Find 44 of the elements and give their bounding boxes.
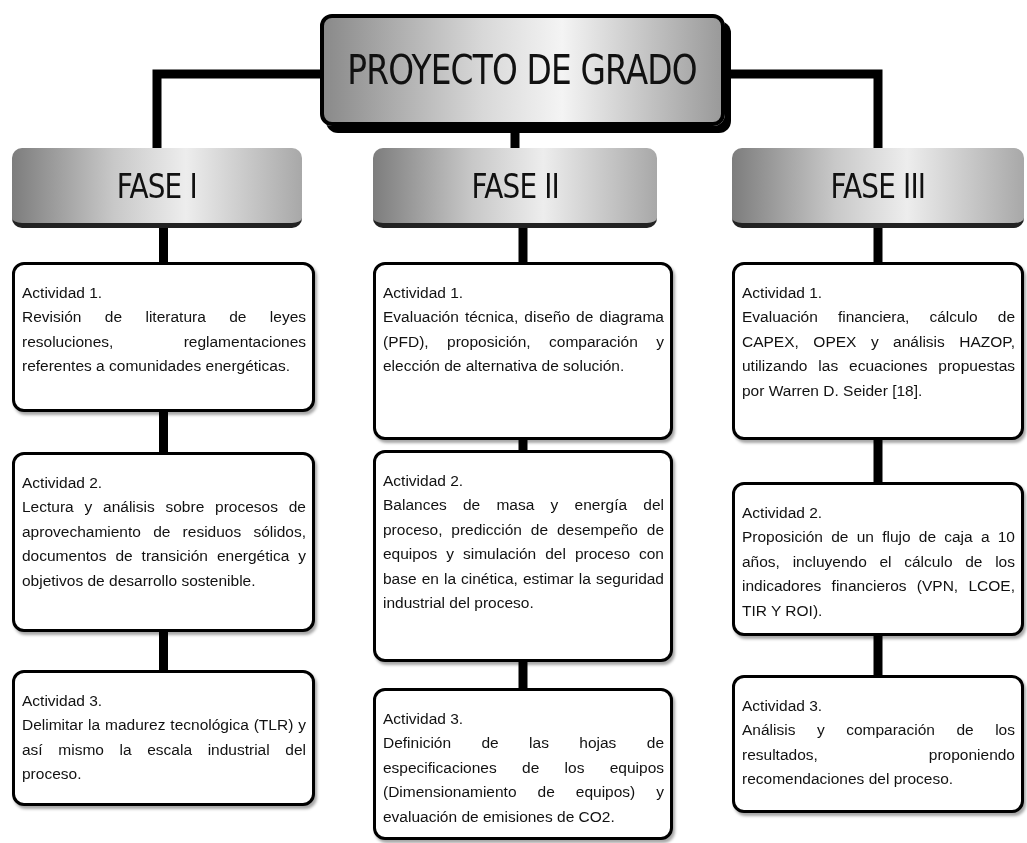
activity-heading: Actividad 2. xyxy=(22,473,104,493)
phase-title: FASE III xyxy=(830,165,926,206)
connector-line xyxy=(873,440,883,482)
activity-box xyxy=(373,688,673,840)
connector-line xyxy=(518,440,528,450)
activity-box xyxy=(12,452,315,632)
connector-line xyxy=(518,662,528,688)
activity-heading: Actividad 2. xyxy=(742,503,824,523)
activity-description: Revisión de literatura de leyes resoluciones, reglamentaciones referentes a comunidades energéticas. xyxy=(22,307,306,376)
activity-heading: Actividad 3. xyxy=(742,696,824,716)
activity-heading: Actividad 2. xyxy=(383,471,465,491)
activity-heading: Actividad 1. xyxy=(742,283,824,303)
activity-heading: Actividad 3. xyxy=(22,691,104,711)
activity-box xyxy=(373,262,673,440)
activity-heading: Actividad 1. xyxy=(22,283,104,303)
activity-description: Balances de masa y energía del proceso, predicción de desempeño de equipos y simulación del proceso con base en la cinética, estimar la seguridad industrial del proceso. xyxy=(383,495,664,613)
activity-heading: Actividad 3. xyxy=(383,709,465,729)
activity-box xyxy=(732,675,1024,813)
connector-line xyxy=(159,412,168,452)
phase-title: FASE II xyxy=(471,165,559,206)
activity-box xyxy=(732,482,1024,636)
activity-description: Delimitar la madurez tecnológica (TLR) y así mismo la escala industrial del proceso. xyxy=(22,715,306,784)
activity-box xyxy=(12,262,315,412)
connector-line xyxy=(873,636,883,675)
activity-description: Proposición de un flujo de caja a 10 años, incluyendo el cálculo de los indicadores financieros (VPN, LCOE, TIR Y ROI). xyxy=(742,527,1015,621)
activity-description: Lectura y análisis sobre procesos de aprovechamiento de residuos sólidos, documentos de transición energética y objetivos de desarrollo sostenible. xyxy=(22,497,306,591)
activity-description: Análisis y comparación de los resultados, proponiendo recomendaciones del proceso. xyxy=(742,720,1015,789)
connector-line xyxy=(518,228,528,262)
connector-line xyxy=(873,228,883,262)
connector-line xyxy=(152,69,320,148)
activity-box xyxy=(732,262,1024,440)
phase-header-box xyxy=(732,148,1024,228)
connector-line xyxy=(159,228,168,262)
activity-description: Evaluación financiera, cálculo de CAPEX, OPEX y análisis HAZOP, utilizando las ecuaciones propuestas por Warren D. Seider [18]. xyxy=(742,307,1015,401)
activity-description: Definición de las hojas de especificaciones de los equipos (Dimensionamiento de equipos) y evaluación de emisiones de CO2. xyxy=(383,733,664,827)
activity-description: Evaluación técnica, diseño de diagrama (PFD), proposición, comparación y elección de alternativa de solución. xyxy=(383,307,664,376)
title-text: PROYECTO DE GRADO xyxy=(347,47,698,93)
phase-header-box xyxy=(373,148,657,228)
activity-heading: Actividad 1. xyxy=(383,283,465,303)
phase-header-box xyxy=(12,148,302,228)
phase-title: FASE I xyxy=(117,165,197,206)
activity-box xyxy=(373,450,673,662)
connector-line xyxy=(159,632,168,670)
activity-box xyxy=(12,670,315,806)
